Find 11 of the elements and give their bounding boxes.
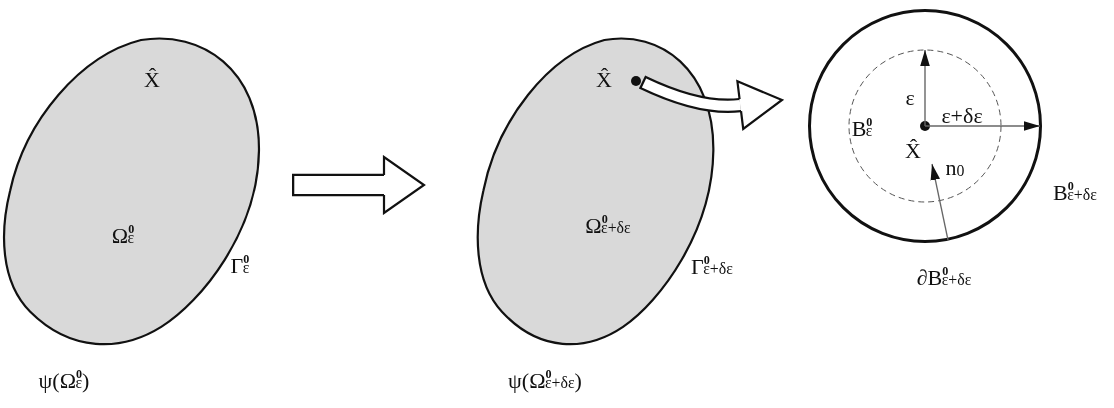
arrow <box>920 49 930 127</box>
ball-circle <box>808 9 1042 243</box>
edge-label: ε+δε <box>941 105 983 127</box>
point-label: X̂ <box>144 69 160 91</box>
point-marker <box>920 121 930 131</box>
point-label: X̂ <box>596 69 612 91</box>
ball-circle <box>848 49 1002 203</box>
point-marker <box>631 76 641 86</box>
point-label: X̂ <box>905 140 921 162</box>
arrow <box>924 121 1041 131</box>
edge-label: ε <box>905 87 915 109</box>
